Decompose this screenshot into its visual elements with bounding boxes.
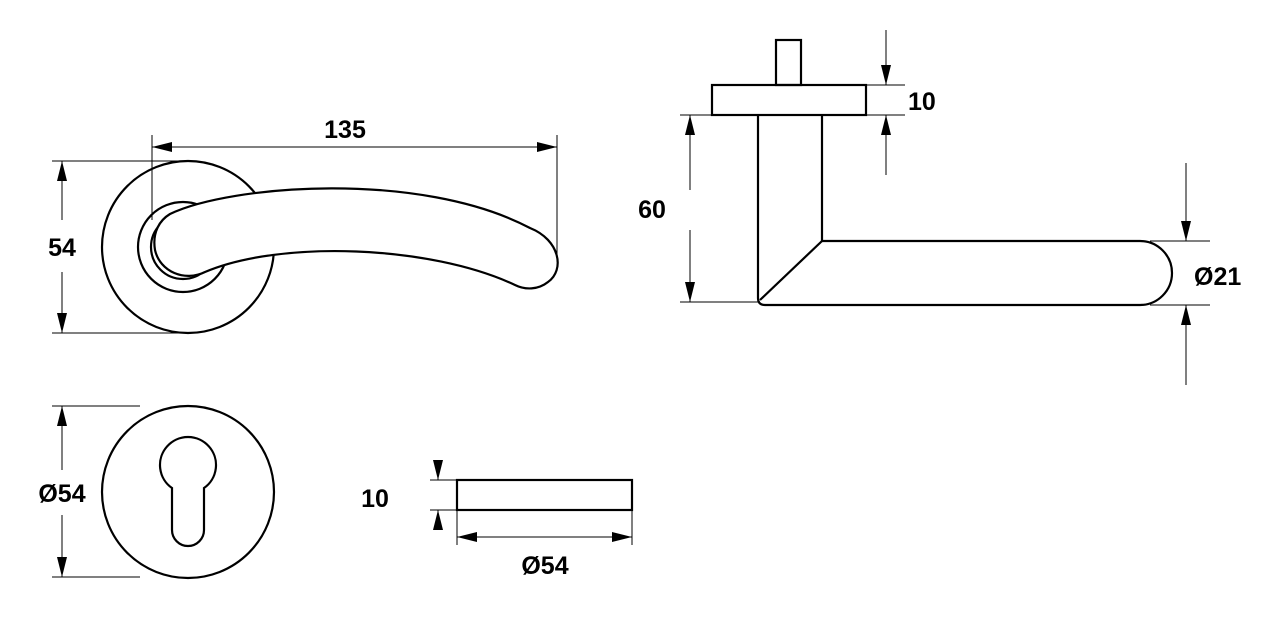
keyhole-cutout xyxy=(158,436,218,548)
escutcheon-profile xyxy=(455,478,634,512)
projection-label: 60 xyxy=(638,196,666,224)
height-dimension-label: 54 xyxy=(48,234,76,262)
grip-diameter-label: Ø21 xyxy=(1194,263,1241,291)
rose-plate xyxy=(710,83,868,117)
escutcheon-diameter-label: Ø54 xyxy=(38,480,85,508)
escutcheon-front-view: Ø54 xyxy=(38,404,276,580)
width-dimension-label: 135 xyxy=(324,116,366,144)
lever-handle xyxy=(153,187,559,290)
spindle xyxy=(774,38,803,87)
rose-thickness-label: 10 xyxy=(908,88,936,116)
escutcheon-side-view: 10 Ø54 xyxy=(361,460,634,580)
lever-side-view: 10 60 Ø21 xyxy=(638,30,1241,385)
escutcheon-thickness-label: 10 xyxy=(361,485,389,513)
lever-body xyxy=(756,115,1174,307)
escutcheon-side-diameter-label: Ø54 xyxy=(521,552,568,580)
lever-front-view: 135 54 xyxy=(48,116,559,335)
escutcheon-outline xyxy=(100,404,276,580)
